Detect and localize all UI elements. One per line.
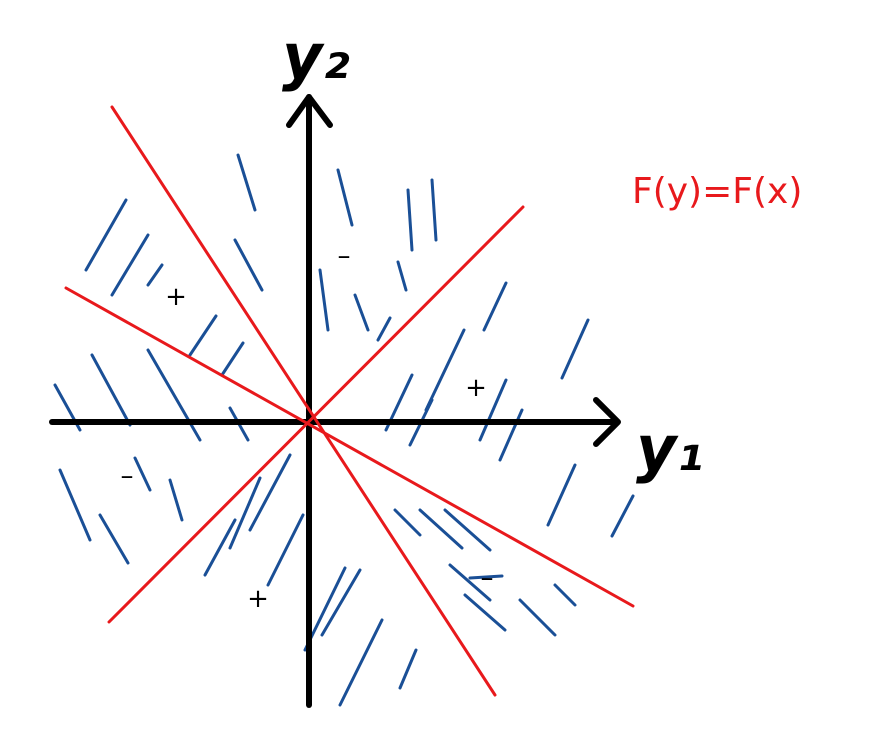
hatch-stroke xyxy=(498,408,524,462)
hatch-stroke xyxy=(318,268,330,332)
hatch-stroke xyxy=(468,574,504,580)
hatch-stroke xyxy=(248,453,292,532)
hatch-stroke xyxy=(518,598,557,637)
hatch-stroke xyxy=(110,233,150,297)
boundary-lines-group xyxy=(64,105,635,697)
hatch-stroke xyxy=(84,198,128,272)
hatch-stroke xyxy=(266,513,305,587)
hatch-stroke xyxy=(58,468,92,542)
hatch-stroke xyxy=(233,238,264,292)
y-axis-label: y₂ xyxy=(282,20,350,93)
boundary-line-steep-negative xyxy=(110,105,497,697)
hatch-stroke xyxy=(553,583,577,607)
hatch-stroke xyxy=(98,513,130,565)
hatch-stroke xyxy=(236,153,257,212)
hatch-stroke xyxy=(146,348,202,442)
hatch-stroke xyxy=(610,494,635,538)
hatch-stroke xyxy=(546,463,577,527)
hatch-stroke xyxy=(406,188,414,252)
hatch-stroke xyxy=(133,456,152,492)
x-axis-arrowhead xyxy=(593,397,621,447)
boundary-line-positive xyxy=(107,205,525,624)
hatch-stroke xyxy=(203,518,237,577)
boundary-line-shallow-negative xyxy=(64,286,635,608)
hatch-stroke xyxy=(393,508,422,537)
hatch-stroke xyxy=(146,263,164,287)
region-sign-upper-middle: – xyxy=(338,241,351,271)
hatch-stroke xyxy=(90,353,132,427)
region-sign-right: + xyxy=(465,373,487,403)
hatch-stroke xyxy=(336,168,354,227)
hatch-stroke xyxy=(228,476,262,550)
region-signs-group: + – + – + – xyxy=(121,241,494,614)
hatch-stroke xyxy=(463,593,507,632)
hatch-stroke xyxy=(168,478,184,522)
region-sign-lower-left: + xyxy=(247,584,269,614)
hatch-stroke xyxy=(482,281,508,332)
region-sign-left: – xyxy=(121,461,134,491)
hatch-stroke xyxy=(424,328,466,412)
hatch-stroke xyxy=(443,508,492,552)
hatch-stroke xyxy=(396,260,408,292)
hatch-stroke xyxy=(430,178,438,242)
x-axis-label: y₁ xyxy=(636,412,704,485)
hatch-stroke xyxy=(320,568,362,637)
hatching-group xyxy=(53,153,635,707)
hatch-stroke xyxy=(353,293,370,332)
region-sign-upper-left: + xyxy=(165,282,187,312)
axes-group xyxy=(49,94,621,708)
hatch-stroke xyxy=(398,648,418,690)
hatch-stroke xyxy=(188,314,218,357)
hatch-stroke xyxy=(376,316,392,342)
y-axis-arrowhead xyxy=(286,94,333,128)
region-sign-lower-right: – xyxy=(481,563,494,593)
hatch-stroke xyxy=(220,341,245,377)
hatch-stroke xyxy=(418,508,464,550)
hatch-stroke xyxy=(478,378,508,442)
equation-annotation: F(y)=F(x) xyxy=(632,171,802,212)
hatch-stroke xyxy=(448,563,492,602)
hatch-stroke xyxy=(338,618,384,707)
hatch-stroke xyxy=(560,318,590,380)
